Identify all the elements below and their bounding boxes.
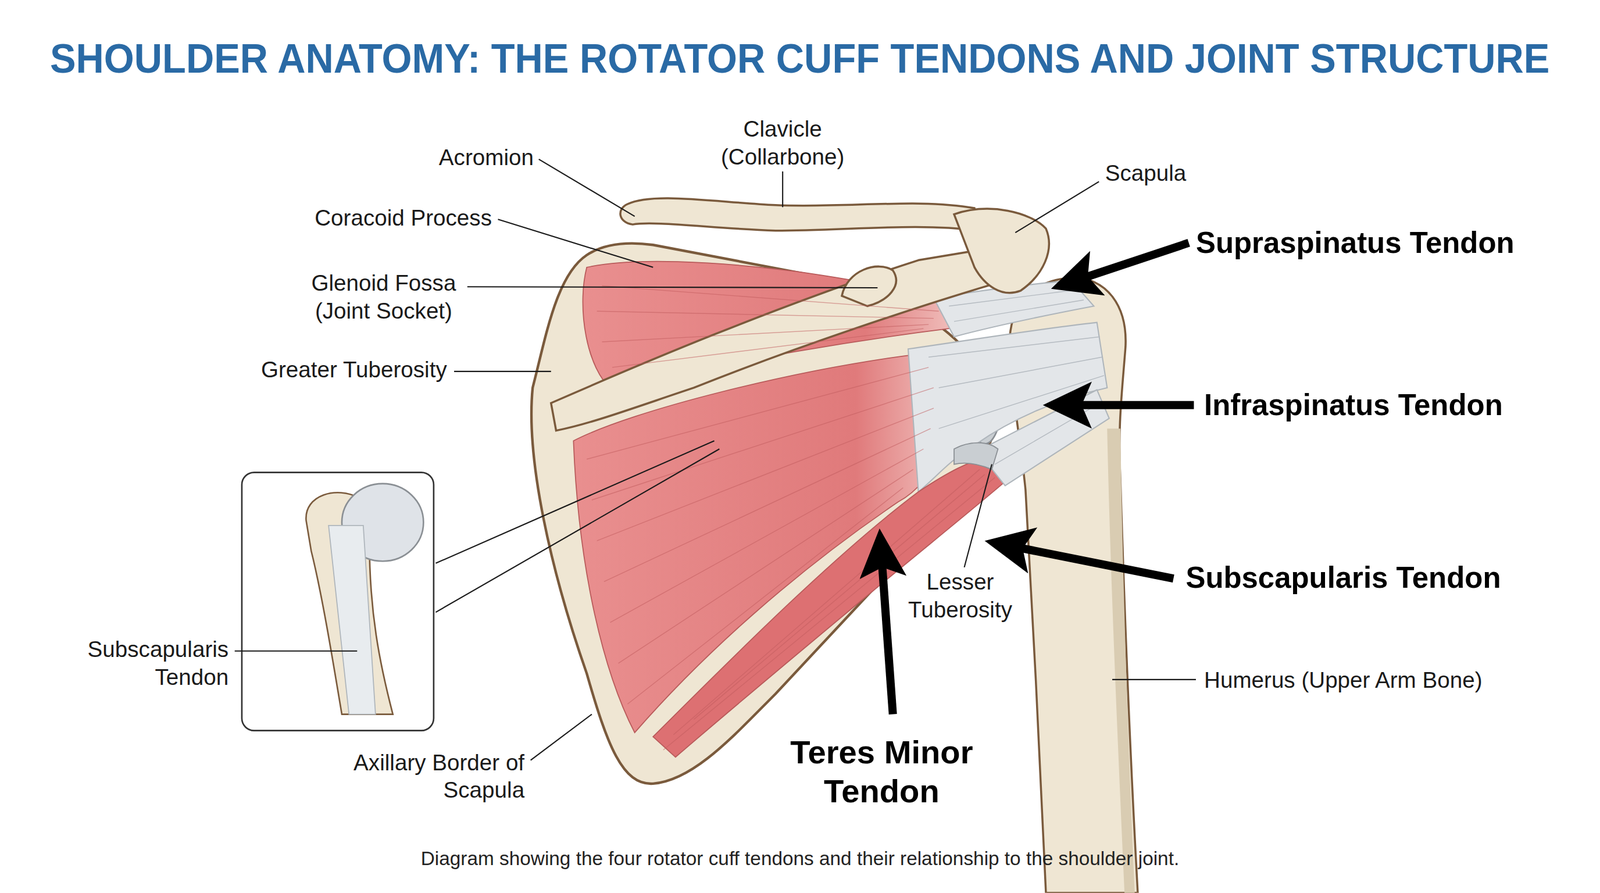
diagram-title: SHOULDER ANATOMY: THE ROTATOR CUFF TENDO… — [50, 33, 1550, 83]
part-label: Teres Minor Tendon — [779, 732, 984, 810]
coracoid-bone — [841, 266, 896, 306]
part-label: Subscapularis Tendon — [1185, 560, 1501, 596]
inset-tendon — [328, 525, 376, 715]
muscle-fibres — [586, 285, 995, 750]
part-label: Subscapularis Tendon — [75, 635, 229, 691]
part-label: Supraspinatus Tendon — [1195, 225, 1515, 261]
part-label: Acromion — [438, 143, 534, 171]
inset-frame — [241, 472, 434, 731]
humerus-shading — [1106, 428, 1135, 893]
part-label: Greater Tuberosity — [261, 356, 448, 384]
part-label: Infraspinatus Tendon — [1204, 387, 1503, 423]
part-label: Clavicle (Collarbone) — [706, 115, 860, 171]
part-label: Axillary Border of Scapula — [330, 748, 525, 805]
part-label: Coracoid Process — [314, 204, 492, 232]
part-label: Glenoid Fossa (Joint Socket) — [297, 269, 471, 325]
pointer-arrows — [881, 243, 1195, 715]
part-label: Lesser Tuberosity — [898, 568, 1022, 624]
clavicle-bone — [620, 198, 978, 231]
leader-lines — [234, 159, 1196, 761]
diagram-caption: Diagram showing the four rotator cuff te… — [0, 847, 1600, 872]
tendon-fibres — [928, 289, 1105, 464]
part-label: Scapula — [1105, 159, 1187, 187]
part-label: Humerus (Upper Arm Bone) — [1204, 666, 1483, 694]
